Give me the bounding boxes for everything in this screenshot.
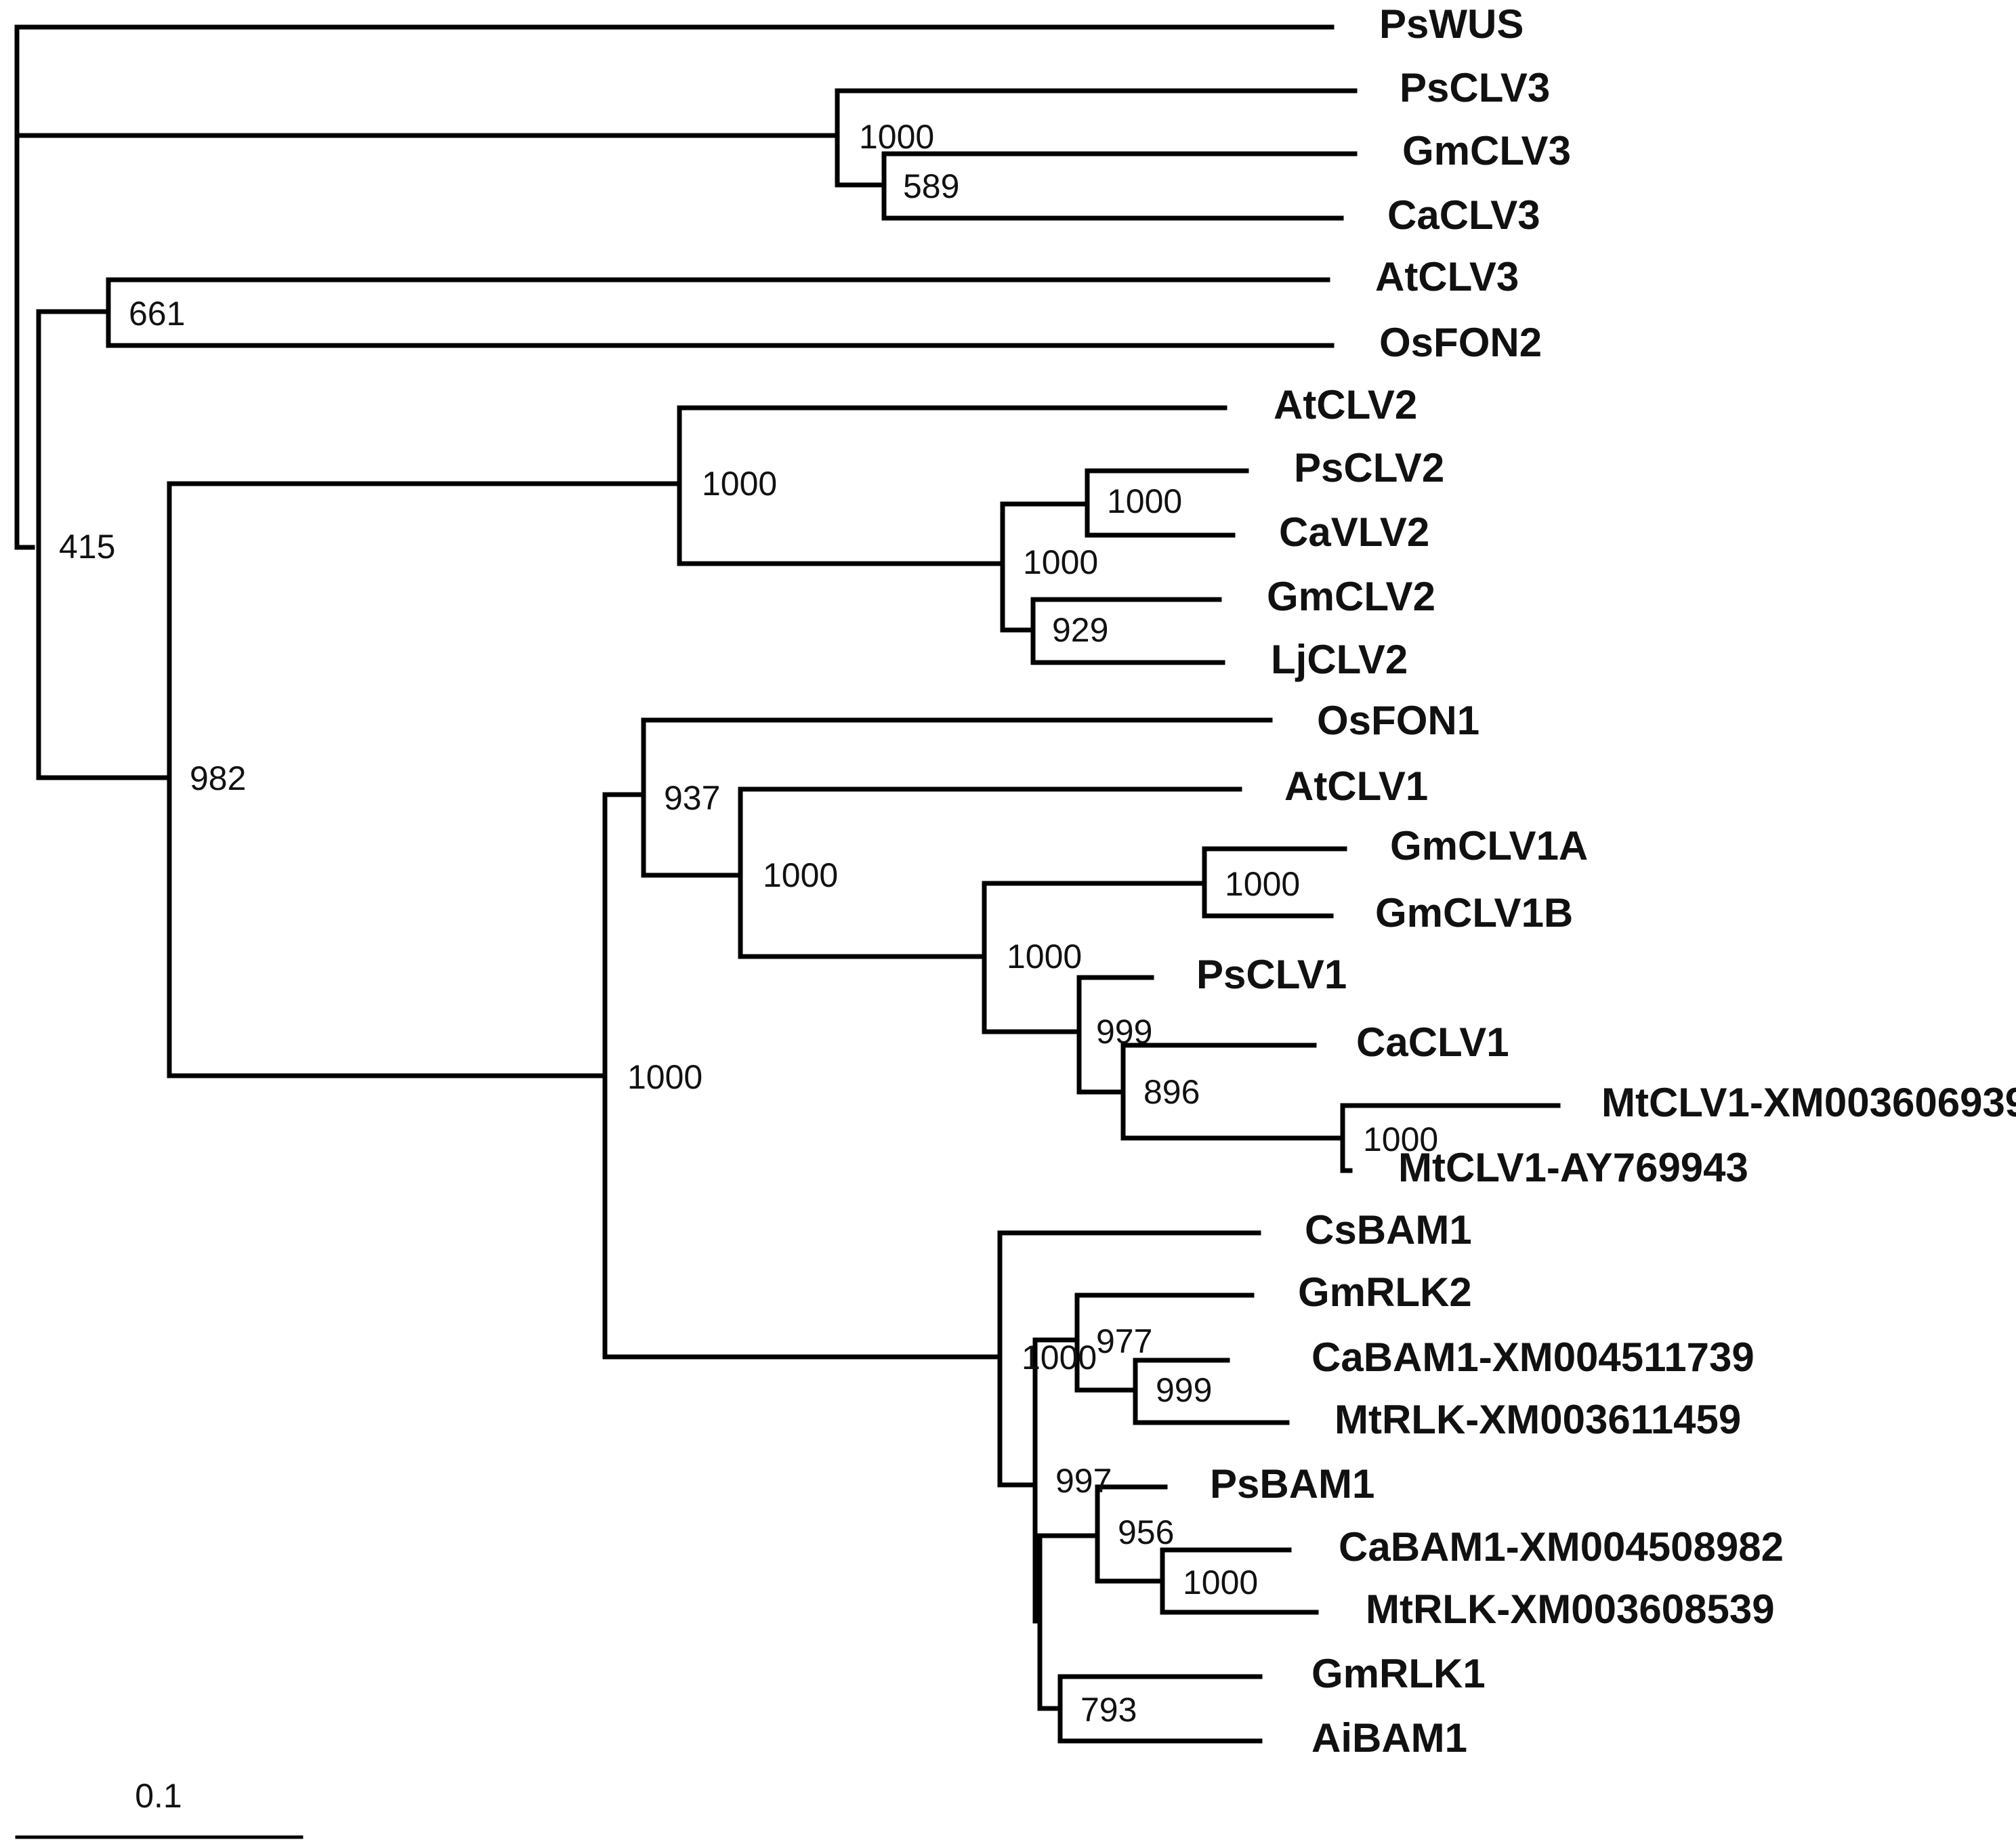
- taxon-label: MtRLK-XM003611459: [1335, 1397, 1741, 1442]
- taxon-label: AtCLV2: [1274, 382, 1417, 427]
- taxon-label: PsBAM1: [1210, 1461, 1374, 1507]
- taxon-label: LjCLV2: [1271, 637, 1408, 682]
- taxon-label: PsCLV3: [1400, 65, 1550, 110]
- bootstrap-value: 997: [1055, 1462, 1112, 1500]
- bootstrap-value: 999: [1096, 1013, 1152, 1051]
- bootstrap-value: 1000: [1023, 543, 1098, 581]
- bootstrap-value: 956: [1118, 1513, 1174, 1551]
- taxon-label: GmCLV2: [1267, 574, 1435, 619]
- taxon-label: MtCLV1-XM003606939: [1601, 1080, 2016, 1125]
- taxon-label: CaCLV1: [1356, 1020, 1509, 1065]
- taxon-label: GmRLK2: [1298, 1269, 1472, 1315]
- bootstrap-value: 1000: [702, 465, 777, 503]
- bootstrap-labels: 1000 589 661 415 1000 1000 1000 929 982 …: [59, 118, 1438, 1729]
- bootstrap-value: 1000: [1107, 482, 1182, 520]
- taxon-label: CaVLV2: [1279, 509, 1429, 555]
- taxon-label: CaBAM1-XM004511739: [1311, 1335, 1755, 1380]
- bootstrap-value: 929: [1052, 611, 1108, 649]
- bootstrap-value: 661: [129, 295, 185, 333]
- bootstrap-value: 982: [190, 759, 246, 797]
- bootstrap-value: 937: [664, 779, 720, 817]
- taxon-label: MtCLV1-AY769943: [1398, 1145, 1748, 1190]
- bootstrap-value: 793: [1080, 1691, 1137, 1729]
- bootstrap-value: 1000: [1363, 1120, 1438, 1158]
- bootstrap-value: 999: [1156, 1371, 1212, 1409]
- bootstrap-value: 1000: [763, 856, 838, 894]
- taxon-label: GmCLV1A: [1390, 823, 1588, 868]
- taxon-label: GmRLK1: [1311, 1651, 1486, 1696]
- taxon-label: OsFON2: [1379, 320, 1542, 365]
- bootstrap-value: 1000: [627, 1058, 702, 1096]
- scale-bar-label: 0.1: [135, 1777, 182, 1815]
- scale-bar: 0.1: [15, 1777, 303, 1839]
- bootstrap-value: 1000: [1007, 938, 1082, 975]
- taxon-label: CaBAM1-XM004508982: [1339, 1524, 1784, 1570]
- bootstrap-value: 1000: [1022, 1339, 1097, 1377]
- bootstrap-value: 415: [59, 528, 115, 566]
- bootstrap-value: 896: [1143, 1073, 1200, 1111]
- bootstrap-value: 1000: [1225, 865, 1300, 903]
- taxon-label: PsCLV2: [1294, 445, 1444, 490]
- taxon-labels: PsWUS PsCLV3 GmCLV3 CaCLV3 AtCLV3 OsFON2…: [1196, 1, 2016, 1761]
- branch-root-stem: [14, 24, 35, 550]
- taxon-label: CsBAM1: [1305, 1207, 1472, 1253]
- bootstrap-value: 1000: [859, 118, 934, 156]
- taxon-label: AtCLV1: [1284, 763, 1428, 809]
- taxon-label: MtRLK-XM003608539: [1366, 1587, 1775, 1632]
- taxon-label: AiBAM1: [1311, 1715, 1467, 1761]
- taxon-label: CaCLV3: [1387, 192, 1540, 238]
- taxon-label: GmCLV3: [1402, 128, 1571, 173]
- taxon-label: GmCLV1B: [1375, 890, 1573, 936]
- bootstrap-value: 977: [1096, 1322, 1152, 1360]
- bootstrap-value: 589: [903, 167, 959, 205]
- tree-branches: [14, 24, 1561, 1744]
- taxon-label: AtCLV3: [1375, 254, 1519, 299]
- taxon-label: PsWUS: [1379, 1, 1524, 47]
- bootstrap-value: 1000: [1183, 1563, 1258, 1601]
- taxon-label: PsCLV1: [1196, 952, 1347, 997]
- taxon-label: OsFON1: [1317, 698, 1479, 743]
